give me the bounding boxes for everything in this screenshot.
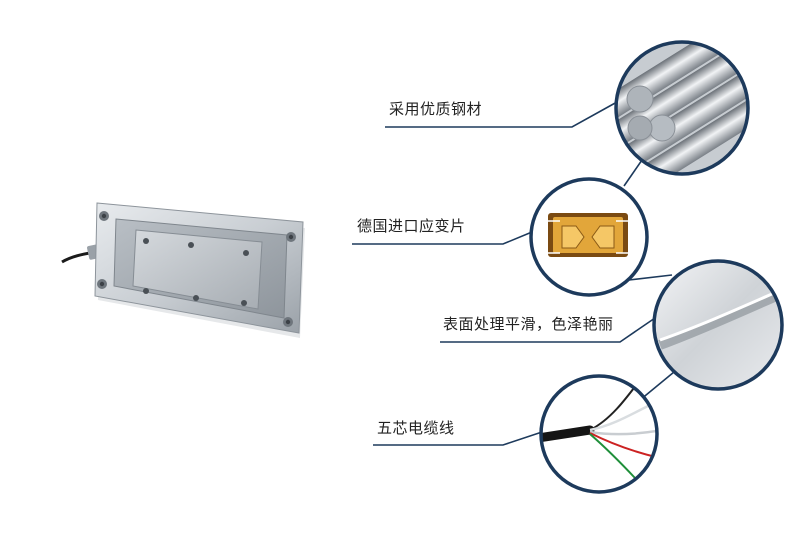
feature-label-surface: 表面处理平滑，色泽艳丽 bbox=[443, 315, 614, 333]
strain-gauge-icon bbox=[529, 177, 649, 297]
leader-line-1 bbox=[385, 101, 618, 128]
circle-connector bbox=[623, 159, 643, 187]
load-cell-sensor-icon bbox=[61, 202, 305, 338]
leader-line-4 bbox=[373, 431, 543, 446]
feature-label-cable: 五芯电缆线 bbox=[377, 419, 455, 437]
five-core-cable-icon bbox=[539, 374, 659, 494]
leader-line-2 bbox=[352, 231, 533, 245]
feature-label-strain-gauge: 德国进口应变片 bbox=[357, 217, 466, 235]
circle-connector bbox=[628, 274, 673, 281]
circle-connector bbox=[639, 371, 675, 401]
smooth-surface-icon bbox=[652, 259, 784, 391]
feature-label-steel: 采用优质钢材 bbox=[389, 100, 483, 118]
leader-line-3 bbox=[440, 317, 656, 343]
steel-bars-icon bbox=[614, 40, 750, 176]
